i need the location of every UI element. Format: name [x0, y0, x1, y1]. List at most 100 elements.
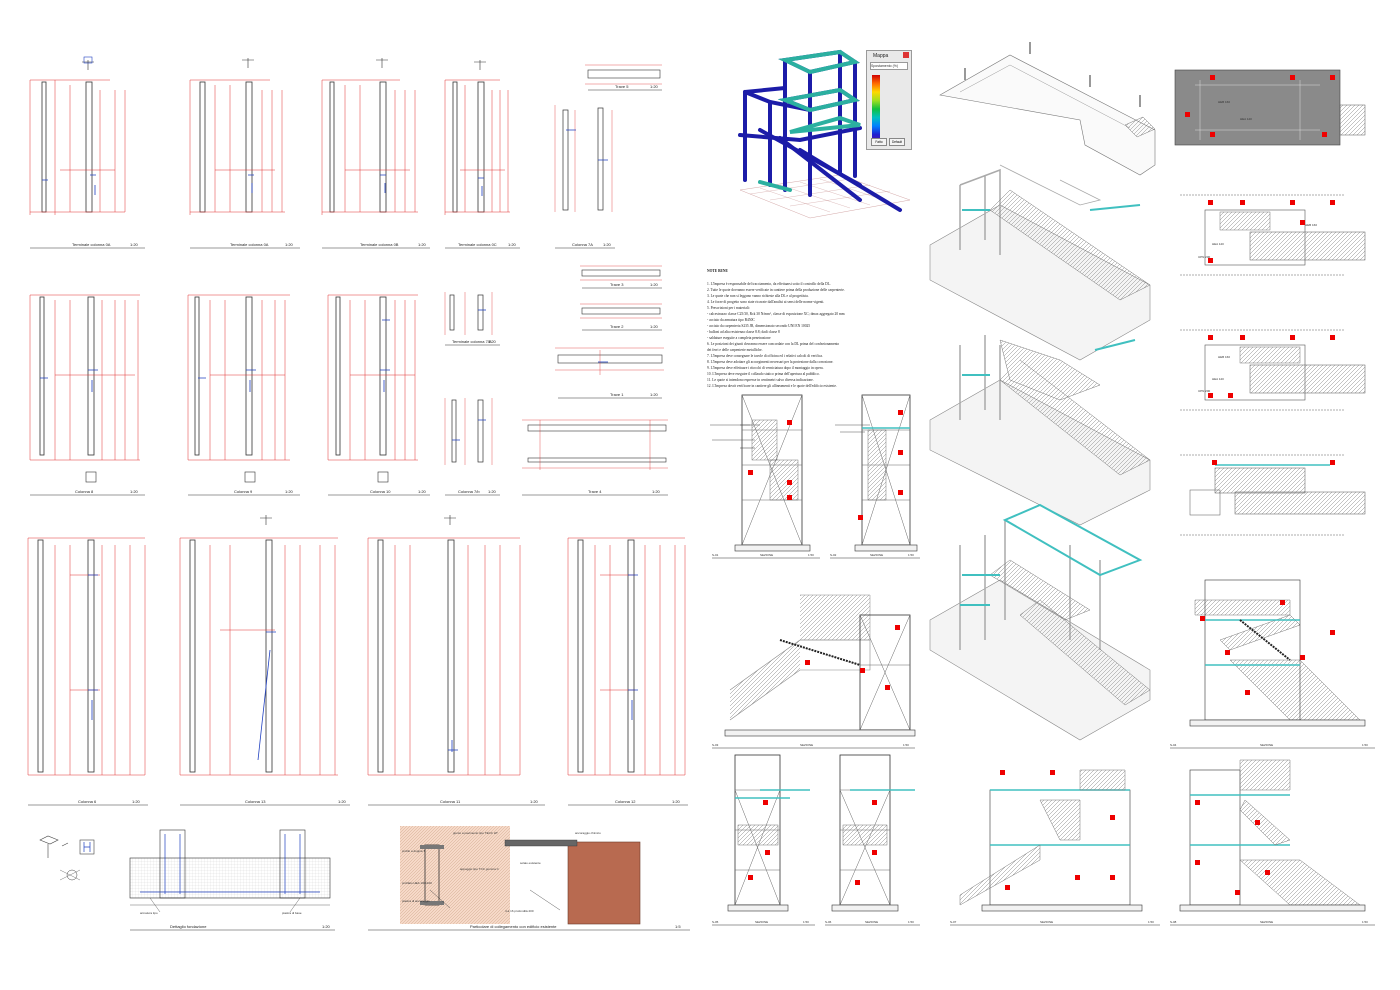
s05-label: S-05	[712, 920, 719, 924]
column-drawing-row1-4	[444, 60, 510, 215]
column-drawing-row2-1: Colonna 8 1:20	[29, 294, 145, 496]
plan-level-1: HEA 120 UPN 200 HEB 160	[1180, 194, 1366, 276]
scale-fondazione: 1:20	[322, 924, 331, 929]
scale-colonna-7b: 1:20	[488, 489, 497, 494]
plan-1-hea: HEA 120	[1212, 242, 1224, 246]
section-s08: S-08 SEZIONE 1:50	[1170, 759, 1375, 926]
s01-scale: 1:50	[808, 553, 814, 557]
note-line-8: - acciaio da carpenteria S235 JR, dimens…	[707, 324, 810, 329]
s05-mid: SEZIONE	[755, 920, 768, 924]
iso-top-foundation	[939, 42, 1156, 176]
plan-roof-heb: HEB 160	[1218, 100, 1230, 104]
scale-terminale-7b: 1:20	[488, 339, 497, 344]
legend-ok-button[interactable]: Fatto	[871, 138, 887, 146]
caption-colonna-13: Colonna 13	[245, 799, 266, 804]
scale-colonna-11: 1:20	[530, 799, 539, 804]
s08-mid: SEZIONE	[1260, 920, 1273, 924]
s03-label: S-03	[712, 743, 719, 747]
scale-trave-3: 1:20	[650, 282, 659, 287]
column-drawing-row3-1: Colonna 6 1:20	[27, 537, 148, 806]
caption-colonna-12: Colonna 12	[615, 799, 636, 804]
scale-trave-5: 1:20	[650, 84, 659, 89]
foundation-label-1: armatura tipo	[140, 911, 158, 915]
beam-trave-3: Trave 3 1:20	[580, 265, 662, 289]
caption-trave-4: Trave 4	[588, 489, 602, 494]
s03-mid: SEZIONE	[800, 743, 813, 747]
plan-2-heb: HEB 160	[1218, 355, 1230, 359]
conn-label-10: 4 ø 16 profondità 200	[505, 909, 534, 913]
structural-3d-model	[738, 49, 911, 219]
scale-trave-4: 1:20	[652, 489, 661, 494]
caption-trave-3: Trave 3	[610, 282, 624, 287]
scale-colonna-6: 1:20	[132, 799, 141, 804]
scale-column-0c: 1:20	[508, 242, 517, 247]
conn-label-1: giunto a pavimento tipo TECC HT	[453, 831, 498, 835]
beam-trave-4: Trave 4 1:20	[522, 419, 668, 496]
scale-trave-1: 1:20	[650, 392, 659, 397]
legend-default-button[interactable]: Default	[889, 138, 905, 146]
note-line-12: dei ferri e delle carpenterie metalliche…	[707, 348, 763, 352]
s05-scale: 1:50	[803, 920, 809, 924]
caption-colonna-9: Colonna 9	[234, 489, 253, 494]
connection-detail: giunto a pavimento tipo TECC HT profilo …	[368, 826, 690, 931]
caption-collegamento: Particolare di collegamento con edificio…	[470, 924, 557, 929]
column-drawing-row1-1	[29, 56, 126, 215]
legend-title: Mappa	[873, 53, 889, 59]
scale-trave-2: 1:20	[650, 324, 659, 329]
note-line-5: 5. Prescrizioni per i materiali:	[707, 306, 750, 310]
caption-column-0a-2: Terminale colonna 0A	[230, 242, 269, 247]
scale-collegamento: 1:5	[675, 924, 681, 929]
scale-colonna-10: 1:20	[418, 489, 427, 494]
caption-column-0c: Terminale colonna 0C	[458, 242, 497, 247]
s03-scale: 1:50	[903, 743, 909, 747]
beam-trave-1: Trave 1 1:20	[555, 347, 664, 399]
s04-mid: SEZIONE	[1260, 743, 1273, 747]
s06-label: S-06	[825, 920, 832, 924]
caption-fondazione: Dettaglio fondazione	[170, 924, 207, 929]
legend-type-select[interactable]: Spostamento (%)	[870, 62, 908, 70]
caption-colonna-7a: Colonna 7A	[572, 242, 593, 247]
note-line-18: 12. L'Impresa dovrà verificare in cantie…	[707, 384, 837, 388]
column-7a-drawing: Colonna 7A 1:20	[554, 105, 615, 249]
scale-colonna-13: 1:20	[338, 799, 347, 804]
scale-colonna-8: 1:20	[130, 489, 139, 494]
note-line-11: 6. Le posizioni dei giunti dovranno esse…	[707, 342, 839, 346]
scale-colonna-9: 1:20	[285, 489, 294, 494]
s08-label: S-08	[1170, 920, 1177, 924]
s01-mid: SEZIONE	[760, 553, 773, 557]
column-drawing-row3-3: Colonna 11 1:20	[367, 515, 545, 806]
plan-2-upn: UPN 200	[1198, 389, 1211, 393]
note-line-3: 3. Le quote che non si leggono vanno ric…	[707, 294, 809, 298]
plan-level-2: HEB 160 HEA 120 UPN 200	[1180, 329, 1366, 411]
s06-scale: 1:50	[908, 920, 914, 924]
close-icon[interactable]	[903, 52, 909, 58]
column-drawing-row2-2: Colonna 9 1:20	[187, 294, 300, 496]
conn-label-5: profilato HEA 100x100	[402, 881, 432, 885]
column-drawing-7b: Colonna 7/b 1:20	[444, 398, 500, 496]
conn-label-4: piastra di ancoraggio	[402, 899, 430, 903]
note-line-17: 11. Le quote si intendono espresse in ce…	[707, 378, 814, 382]
plan-1-upn: UPN 200	[1198, 255, 1211, 259]
note-line-6: - calcestruzzo classe C25/30, Rck 30 N/m…	[707, 312, 845, 317]
displacement-legend-window[interactable]: Mappa Spostamento (%) Fatto Default	[866, 50, 912, 150]
note-line-2: 2. Tutte le quote dovranno essere verifi…	[707, 288, 845, 292]
column-drawing-row2-3: Colonna 10 1:20	[327, 294, 430, 496]
section-s04: S-04 SEZIONE 1:50	[1170, 579, 1375, 749]
s02-scale: 1:50	[908, 553, 914, 557]
note-line-7: - acciaio da armatura tipo B450C	[707, 318, 755, 322]
caption-trave-1: Trave 1	[610, 392, 624, 397]
conn-label-3: appoggio tipo TCC gomma C	[460, 867, 500, 871]
s08-scale: 1:50	[1362, 920, 1368, 924]
note-line-10: - saldature eseguite a completa penetraz…	[707, 336, 771, 340]
column-drawing-7b-terminal: Terminale colonna 7/B 1:20	[444, 292, 500, 346]
scale-colonna-12: 1:20	[672, 799, 681, 804]
section-s05: S-05 SEZIONE 1:50	[712, 754, 815, 926]
caption-colonna-8: Colonna 8	[75, 489, 94, 494]
color-scale-bar	[872, 75, 880, 143]
beam-trave-2: Trave 2 1:20	[580, 303, 662, 331]
plan-roof: HEB 160 HEA 120	[1174, 69, 1366, 146]
plan-roof-hea: HEA 120	[1240, 117, 1252, 121]
column-drawing-row1-3	[321, 58, 418, 215]
plan-level-3	[1180, 454, 1366, 536]
